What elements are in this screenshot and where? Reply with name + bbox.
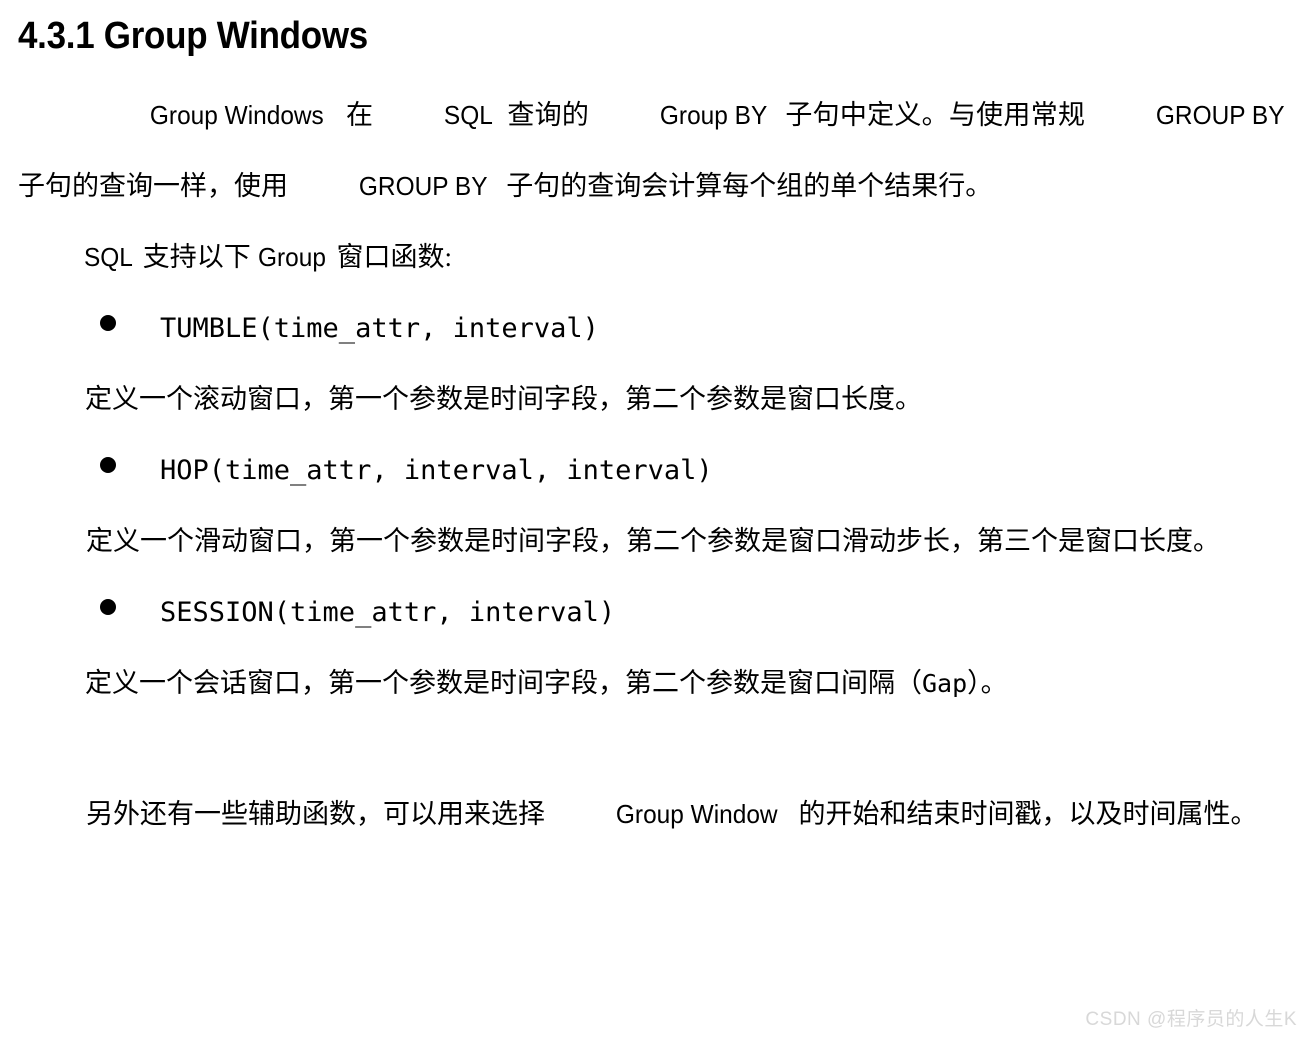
supported-text-zhichiyixia: 支持以下	[142, 242, 251, 272]
bullet-icon	[100, 599, 116, 615]
code-signature-session: SESSION(time_attr, interval)	[160, 597, 616, 628]
intro-text-group-by-2: GROUP BY	[1156, 100, 1285, 130]
page-title: 4.3.1 Group Windows	[18, 15, 368, 57]
intro-text-sql: SQL	[444, 100, 494, 130]
intro-text-jiesuan: 子句的查询会计算每个组的单个结果行。	[506, 171, 993, 201]
paragraph-intro: Group Windows 在 SQL 查询的 Group BY 子句中定义。与…	[18, 58, 1297, 222]
paragraph-hop-description: 定义一个滑动窗口，第一个参数是时间字段，第二个参数是窗口滑动步长，第三个是窗口长…	[86, 526, 1220, 556]
intro-text-zijudingyi: 子句中定义。与使用常规	[785, 100, 1086, 130]
intro-text-chaxunde: 查询的	[507, 100, 590, 130]
paragraph-spacer	[18, 719, 1297, 779]
paragraph-tumble-description: 定义一个滚动窗口，第一个参数是时间字段，第二个参数是窗口长度。	[85, 384, 922, 414]
bullet-icon	[100, 457, 116, 473]
closing-text-group-window: Group Window	[615, 799, 778, 829]
closing-text-head: 另外还有一些辅助函数，可以用来选择	[86, 799, 545, 829]
closing-text-tail: 的开始和结束时间戳，以及时间属性。	[798, 799, 1258, 829]
session-desc-tail: ）。	[967, 668, 1008, 698]
intro-text-zai: 在	[345, 100, 374, 130]
session-desc-head: 定义一个会话窗口，第一个参数是时间字段，第二个参数是窗口间隔（	[85, 668, 922, 698]
session-desc-gap: Gap	[922, 669, 968, 698]
bullet-icon	[100, 315, 116, 331]
intro-text-zijudechaxun: 子句的查询一样，使用	[18, 171, 288, 201]
supported-text-chuangkouhanshu: 窗口函数:	[336, 242, 453, 272]
list-item-tumble: TUMBLE(time_attr, interval)	[18, 293, 1297, 364]
intro-text-group-by-3: GROUP BY	[358, 171, 488, 201]
intro-text-group-windows: Group Windows	[149, 100, 324, 130]
list-item-session: SESSION(time_attr, interval)	[18, 577, 1297, 648]
code-signature-tumble: TUMBLE(time_attr, interval)	[160, 313, 599, 344]
paragraph-session-description: 定义一个会话窗口，第一个参数是时间字段，第二个参数是窗口间隔（Gap）。	[18, 648, 1297, 719]
intro-text-group-by-1: Group BY	[660, 100, 768, 130]
csdn-watermark: CSDN @程序员的人生K	[1085, 1009, 1297, 1030]
list-item-hop: HOP(time_attr, interval, interval)	[18, 435, 1297, 506]
paragraph-closing: 另外还有一些辅助函数，可以用来选择 Group Window 的开始和结束时间戳…	[18, 779, 1297, 850]
code-signature-hop: HOP(time_attr, interval, interval)	[160, 455, 713, 486]
supported-text-group: Group	[257, 242, 326, 272]
supported-text-sql: SQL	[84, 242, 133, 272]
paragraph-supported-functions: SQL 支持以下 Group 窗口函数:	[18, 222, 1297, 293]
